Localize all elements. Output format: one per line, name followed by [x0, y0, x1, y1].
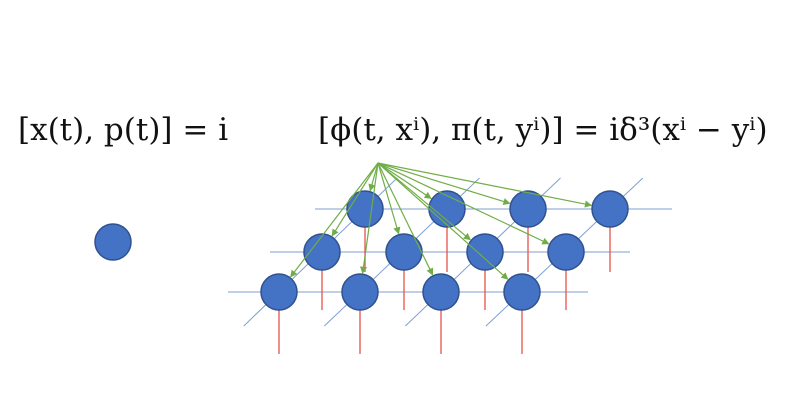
lattice-node — [303, 233, 341, 271]
correlation-arrow — [359, 162, 379, 274]
lattice-node — [509, 190, 547, 228]
correlation-arrow — [290, 162, 379, 278]
correlation-arrow — [377, 162, 511, 205]
field-commutator: [ϕ(t, xⁱ), π(t, yⁱ)] = iδ³(xⁱ − yⁱ) — [318, 112, 768, 148]
single-particle-commutator: [x(t), p(t)] = i — [18, 112, 228, 148]
single-particle-node — [94, 223, 132, 261]
lattice-node — [591, 190, 629, 228]
correlation-arrow — [377, 162, 401, 235]
lattice-node — [385, 233, 423, 271]
correlation-arrow — [377, 162, 593, 208]
correlation-arrow — [377, 162, 434, 276]
lattice-node — [466, 233, 504, 271]
lattice-node — [346, 190, 384, 228]
correlation-arrow — [377, 162, 509, 280]
correlation-arrow — [377, 162, 550, 245]
lattice-node — [341, 273, 379, 311]
lattice-node — [428, 190, 466, 228]
lattice-node — [547, 233, 585, 271]
correlation-arrow — [377, 162, 471, 241]
lattice-node — [260, 273, 298, 311]
correlation-arrow — [368, 162, 379, 192]
correlation-arrows — [290, 162, 593, 280]
correlation-arrow — [331, 162, 379, 237]
lattice-node — [503, 273, 541, 311]
lattice-node — [422, 273, 460, 311]
correlation-arrow — [377, 162, 432, 199]
